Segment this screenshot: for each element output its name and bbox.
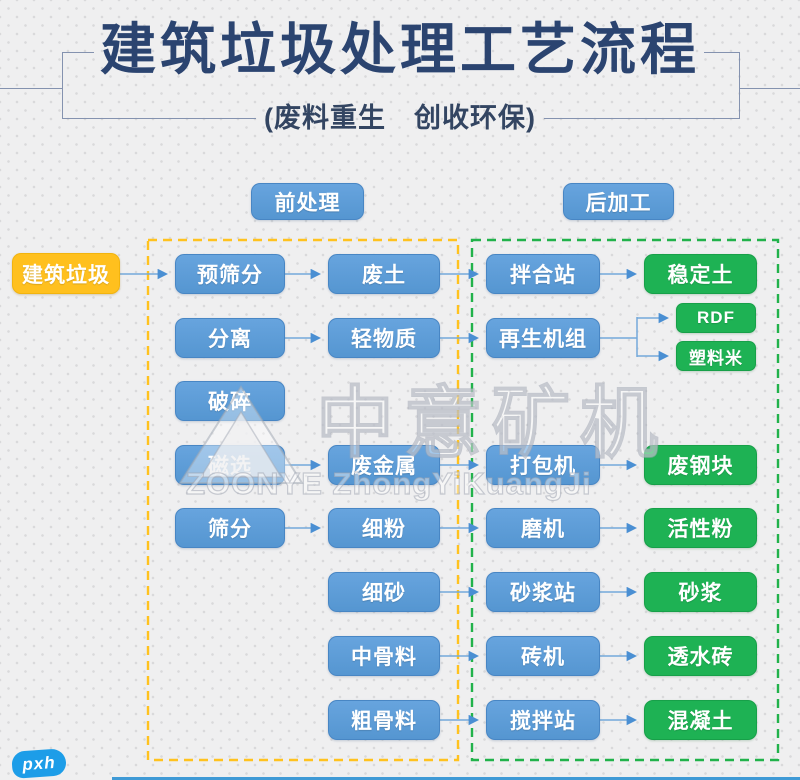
node-coarse-aggregate: 粗骨料 xyxy=(328,700,440,740)
node-waste-soil: 废土 xyxy=(328,254,440,294)
page-title: 建筑垃圾处理工艺流程 xyxy=(100,18,700,81)
header-frame-bottom-right-segment xyxy=(544,118,740,119)
footer-rule xyxy=(112,777,800,780)
header-frame-top-left-segment xyxy=(62,52,94,53)
node-stabilized-soil: 稳定土 xyxy=(644,254,757,294)
node-baler: 打包机 xyxy=(486,445,600,485)
node-concrete: 混凝土 xyxy=(644,700,757,740)
node-crushing: 破碎 xyxy=(175,381,285,421)
node-permeable-brick: 透水砖 xyxy=(644,636,757,676)
node-mortar-station: 砂浆站 xyxy=(486,572,600,612)
node-screening: 筛分 xyxy=(175,508,285,548)
node-separation: 分离 xyxy=(175,318,285,358)
node-mortar: 砂浆 xyxy=(644,572,757,612)
node-fine-sand: 细砂 xyxy=(328,572,440,612)
pxh-logo: pxh xyxy=(11,748,67,779)
node-active-powder: 活性粉 xyxy=(644,508,757,548)
header-frame-bottom-left-segment xyxy=(62,118,256,119)
header-frame-right-rule xyxy=(739,88,800,89)
node-brick-machine: 砖机 xyxy=(486,636,600,676)
node-light-material: 轻物质 xyxy=(328,318,440,358)
node-pre-screening: 预筛分 xyxy=(175,254,285,294)
node-scrap-metal: 废金属 xyxy=(328,445,440,485)
node-scrap-steel-block: 废钢块 xyxy=(644,445,757,485)
header-frame-right-edge xyxy=(739,52,740,118)
node-plastic-pellets: 塑料米 xyxy=(676,341,756,371)
node-medium-aggregate: 中骨料 xyxy=(328,636,440,676)
node-magnetic-separation: 磁选 xyxy=(175,445,285,485)
label-pre-processing: 前处理 xyxy=(251,183,364,220)
node-construction-waste: 建筑垃圾 xyxy=(12,253,120,294)
node-agitating-station: 搅拌站 xyxy=(486,700,600,740)
node-mixing-station: 拌合站 xyxy=(486,254,600,294)
label-post-processing: 后加工 xyxy=(563,183,674,220)
header-frame-left-rule xyxy=(0,88,62,89)
node-mill: 磨机 xyxy=(486,508,600,548)
node-fine-powder: 细粉 xyxy=(328,508,440,548)
node-recycling-unit: 再生机组 xyxy=(486,318,600,358)
header-frame-top-right-segment xyxy=(704,52,740,53)
node-rdf: RDF xyxy=(676,303,756,333)
page-subtitle: (废料重生 创收环保) xyxy=(264,103,536,133)
header-frame-left-edge xyxy=(62,52,63,118)
